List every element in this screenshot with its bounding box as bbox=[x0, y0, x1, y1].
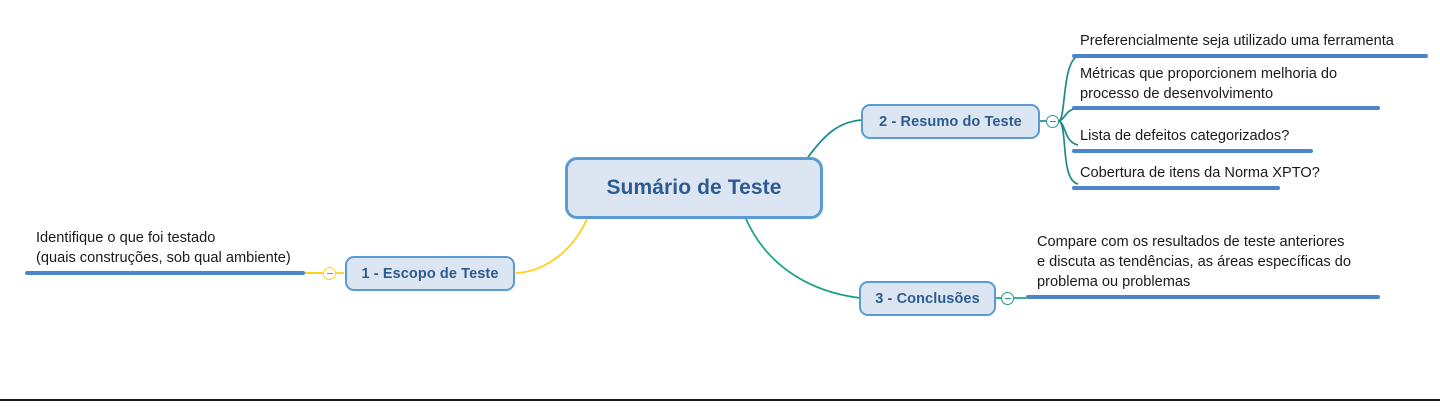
leaf-escopo-1: Identifique o que foi testado (quais con… bbox=[36, 228, 326, 268]
leaf-conclusoes-1: Compare com os resultados de teste anter… bbox=[1037, 232, 1377, 292]
connector-central-to-escopo bbox=[515, 218, 588, 274]
branch-node-conclusoes[interactable]: 3 - Conclusões bbox=[859, 281, 996, 316]
leaf-conclusoes-1-line-2: e discuta as tendências, as áreas especí… bbox=[1037, 254, 1351, 270]
collapse-toggle-escopo[interactable] bbox=[323, 267, 336, 280]
connector-resumo-leaf-3 bbox=[1058, 120, 1079, 146]
branch-node-resumo[interactable]: 2 - Resumo do Teste bbox=[861, 104, 1040, 139]
leaf-conclusoes-1-underline bbox=[1026, 295, 1380, 299]
connector-central-to-resumo bbox=[805, 119, 862, 161]
branch-node-escopo[interactable]: 1 - Escopo de Teste bbox=[345, 256, 515, 291]
leaf-conclusoes-1-line-1: Compare com os resultados de teste anter… bbox=[1037, 234, 1345, 250]
branch-node-conclusoes-label: 3 - Conclusões bbox=[875, 290, 980, 307]
central-node-label: Sumário de Teste bbox=[606, 176, 782, 199]
collapse-toggle-resumo[interactable] bbox=[1046, 115, 1059, 128]
bottom-divider bbox=[0, 399, 1440, 401]
leaf-resumo-4-underline bbox=[1072, 186, 1280, 190]
leaf-resumo-2-underline bbox=[1072, 106, 1380, 110]
connector-resumo-leaf-1 bbox=[1058, 55, 1079, 122]
branch-node-escopo-label: 1 - Escopo de Teste bbox=[361, 265, 499, 282]
leaf-resumo-2-line-1: Métricas que proporcionem melhoria do bbox=[1080, 66, 1338, 82]
central-node[interactable]: Sumário de Teste bbox=[565, 157, 823, 219]
leaf-resumo-3-line-1: Lista de defeitos categorizados? bbox=[1080, 128, 1290, 144]
leaf-conclusoes-1-line-3: problema ou problemas bbox=[1037, 274, 1191, 290]
leaf-escopo-1-line-2: (quais construções, sob qual ambiente) bbox=[36, 250, 291, 266]
leaf-resumo-3-underline bbox=[1072, 149, 1313, 153]
leaf-escopo-1-line-1: Identifique o que foi testado bbox=[36, 230, 216, 246]
leaf-resumo-2: Métricas que proporcionem melhoria do pr… bbox=[1080, 64, 1410, 104]
leaf-resumo-3: Lista de defeitos categorizados? bbox=[1080, 126, 1380, 146]
leaf-resumo-2-line-2: processo de desenvolvimento bbox=[1080, 86, 1274, 102]
leaf-resumo-4-line-1: Cobertura de itens da Norma XPTO? bbox=[1080, 165, 1320, 181]
leaf-resumo-1: Preferencialmente seja utilizado uma fer… bbox=[1080, 31, 1430, 51]
branch-node-resumo-label: 2 - Resumo do Teste bbox=[879, 113, 1022, 130]
leaf-resumo-1-line-1: Preferencialmente seja utilizado uma fer… bbox=[1080, 33, 1394, 49]
leaf-resumo-1-underline bbox=[1072, 54, 1428, 58]
collapse-toggle-conclusoes[interactable] bbox=[1001, 292, 1014, 305]
leaf-escopo-1-underline bbox=[25, 271, 305, 275]
leaf-resumo-4: Cobertura de itens da Norma XPTO? bbox=[1080, 163, 1380, 183]
connector-central-to-conclusoes bbox=[745, 218, 861, 299]
